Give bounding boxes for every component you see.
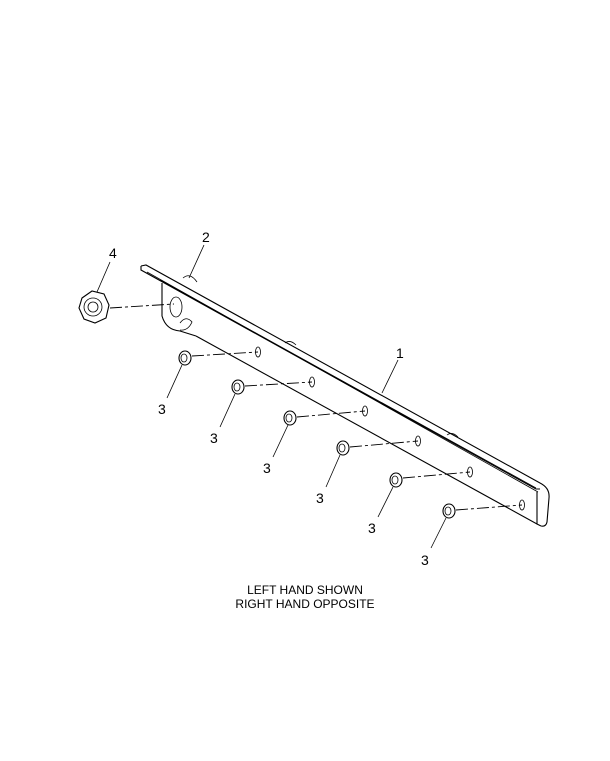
centerlines (109, 303, 523, 511)
callout-3: 3 (210, 430, 218, 446)
callout-2: 2 (202, 229, 210, 245)
callout-3: 3 (421, 552, 429, 568)
callout-1: 1 (396, 345, 404, 361)
callout-3: 3 (263, 460, 271, 476)
note-right-hand: RIGHT HAND OPPOSITE (235, 597, 375, 611)
leader-lines (96, 244, 447, 549)
callout-labels: 4 2 1 3 3 3 3 3 3 (109, 229, 429, 568)
small-nuts (178, 350, 456, 519)
callout-4: 4 (109, 245, 117, 261)
callout-3: 3 (368, 520, 376, 536)
callout-3: 3 (316, 490, 324, 506)
large-nut (78, 290, 110, 324)
callout-3: 3 (158, 401, 166, 417)
rail-part (140, 264, 550, 527)
rail-holes (255, 346, 525, 511)
note-left-hand: LEFT HAND SHOWN (247, 583, 363, 597)
